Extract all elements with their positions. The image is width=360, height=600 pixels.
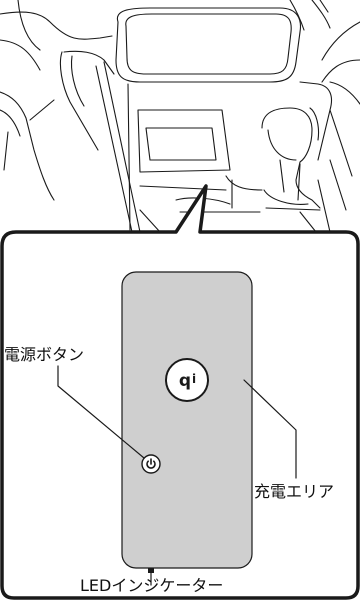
power-button-label: 電源ボタン	[4, 345, 85, 364]
svg-text:i: i	[192, 372, 196, 386]
charging-pad	[121, 271, 253, 569]
power-button[interactable]	[141, 454, 161, 474]
car-interior-illustration	[0, 0, 360, 233]
svg-text:q: q	[179, 371, 191, 391]
charging-area-label: 充電エリア	[254, 482, 335, 501]
led-indicator-label: LEDインジケーター	[80, 576, 224, 595]
led-indicator	[148, 568, 154, 573]
qi-logo-icon: q i	[165, 358, 209, 402]
power-icon	[146, 458, 156, 469]
charging-area-leader	[243, 379, 297, 479]
power-button-leader	[57, 365, 145, 459]
